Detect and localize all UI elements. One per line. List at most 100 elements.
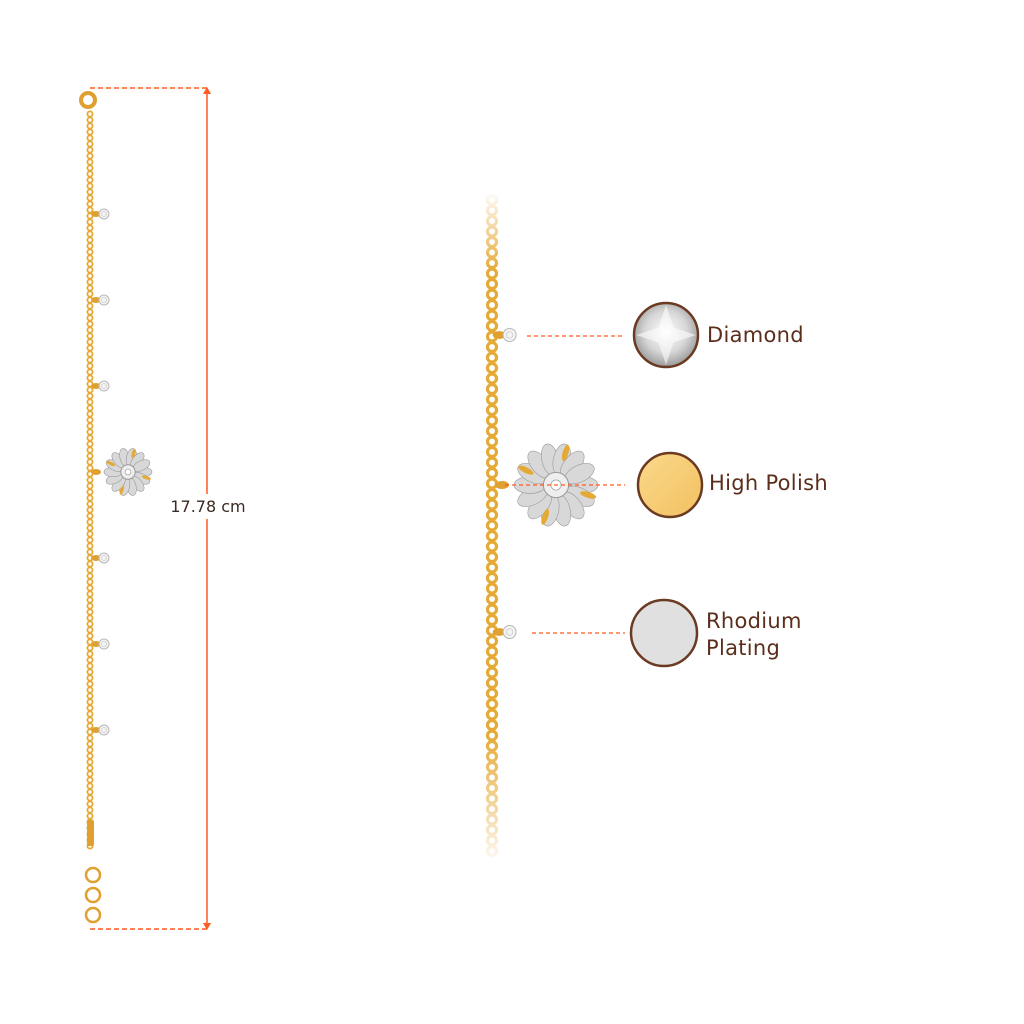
chain-link bbox=[86, 332, 94, 340]
chain-link bbox=[86, 770, 94, 778]
legend-label-rhodium-line2: Plating bbox=[706, 636, 781, 660]
chain-tag bbox=[87, 820, 94, 846]
chain-link bbox=[86, 644, 94, 652]
charm-bail bbox=[91, 211, 101, 217]
chain-link bbox=[86, 254, 94, 262]
chain-link bbox=[86, 452, 94, 460]
chain-link bbox=[86, 704, 94, 712]
chain-link bbox=[86, 674, 94, 682]
chain-link bbox=[86, 428, 94, 436]
chain-link bbox=[86, 800, 94, 808]
chain-link bbox=[86, 146, 94, 154]
chain-link bbox=[86, 662, 94, 670]
chain-link bbox=[86, 344, 94, 352]
chain-link bbox=[86, 602, 94, 610]
chain-link bbox=[86, 620, 94, 628]
arrow-up-icon bbox=[203, 87, 211, 94]
chain-link bbox=[86, 656, 94, 664]
chain-link bbox=[86, 446, 94, 454]
chain-link bbox=[86, 320, 94, 328]
chain-link bbox=[86, 578, 94, 586]
charm-diamond-icon bbox=[98, 552, 110, 564]
chain-link bbox=[86, 398, 94, 406]
chain-link bbox=[86, 548, 94, 556]
chain-link bbox=[86, 722, 94, 730]
arrow-down-icon bbox=[203, 923, 211, 930]
chain-link bbox=[86, 176, 94, 184]
chain-link bbox=[86, 614, 94, 622]
chain-link bbox=[86, 746, 94, 754]
chain-link bbox=[86, 266, 94, 274]
charm-diamond-icon bbox=[98, 724, 110, 736]
legend-label-rhodium-line1: Rhodium bbox=[706, 609, 802, 633]
chain-link bbox=[86, 542, 94, 550]
charm-diamond-icon bbox=[98, 208, 110, 220]
chain-link bbox=[86, 464, 94, 472]
gold-swatch-icon bbox=[636, 451, 704, 519]
chain-link bbox=[86, 350, 94, 358]
charm-bail bbox=[91, 383, 101, 389]
chain-link bbox=[86, 374, 94, 382]
chain-link bbox=[86, 740, 94, 748]
chain-link bbox=[86, 482, 94, 490]
chain-link bbox=[86, 680, 94, 688]
chain-link bbox=[86, 608, 94, 616]
rhodium-swatch-icon bbox=[629, 598, 699, 668]
chain-link bbox=[86, 812, 94, 820]
chain-link bbox=[86, 140, 94, 148]
chain-link bbox=[86, 530, 94, 538]
length-label: 17.78 cm bbox=[166, 494, 250, 519]
chain-link bbox=[86, 536, 94, 544]
charm-diamond-icon bbox=[98, 638, 110, 650]
chain-link bbox=[86, 260, 94, 268]
chain-link bbox=[86, 584, 94, 592]
chain-link bbox=[86, 458, 94, 466]
chain-link bbox=[86, 752, 94, 760]
chain-link bbox=[86, 524, 94, 532]
legend-connectors bbox=[505, 335, 625, 634]
chain-link bbox=[86, 278, 94, 286]
charm-bail bbox=[91, 297, 101, 303]
chain-link bbox=[86, 284, 94, 292]
chain-link bbox=[86, 236, 94, 244]
chain-link bbox=[86, 218, 94, 226]
chain-link bbox=[86, 362, 94, 370]
chain-link bbox=[86, 710, 94, 718]
chain-link bbox=[86, 110, 94, 118]
chain-link bbox=[86, 650, 94, 658]
chain-link bbox=[86, 164, 94, 172]
chain-link bbox=[86, 404, 94, 412]
chain-link bbox=[86, 188, 94, 196]
chain-link bbox=[86, 782, 94, 790]
chain-link bbox=[86, 302, 94, 310]
chain-link bbox=[86, 182, 94, 190]
chain-link bbox=[86, 434, 94, 442]
charm-diamond-icon bbox=[98, 380, 110, 392]
chain-link bbox=[86, 566, 94, 574]
legend-label-diamond: Diamond bbox=[707, 323, 804, 347]
flower-charm-icon bbox=[103, 448, 153, 496]
chain-link bbox=[86, 200, 94, 208]
charm-bail bbox=[91, 555, 101, 561]
chain-link bbox=[86, 128, 94, 136]
chain-link bbox=[86, 596, 94, 604]
chain-link bbox=[86, 698, 94, 706]
lobster-clasp-icon bbox=[79, 91, 97, 109]
chain-link bbox=[86, 506, 94, 514]
chain-link bbox=[86, 422, 94, 430]
chain-link bbox=[86, 488, 94, 496]
chain-link bbox=[86, 734, 94, 742]
extension-ring bbox=[84, 866, 102, 884]
chain-link bbox=[86, 326, 94, 334]
diamond-swatch-icon bbox=[632, 301, 700, 369]
charm-bail bbox=[91, 641, 101, 647]
chain-link bbox=[86, 692, 94, 700]
chain-link bbox=[86, 356, 94, 364]
chain-link bbox=[86, 242, 94, 250]
chain-link bbox=[86, 716, 94, 724]
extension-ring bbox=[84, 906, 102, 924]
left-bracelet-chain bbox=[79, 91, 153, 924]
chain-link bbox=[86, 194, 94, 202]
chain-link bbox=[86, 116, 94, 124]
